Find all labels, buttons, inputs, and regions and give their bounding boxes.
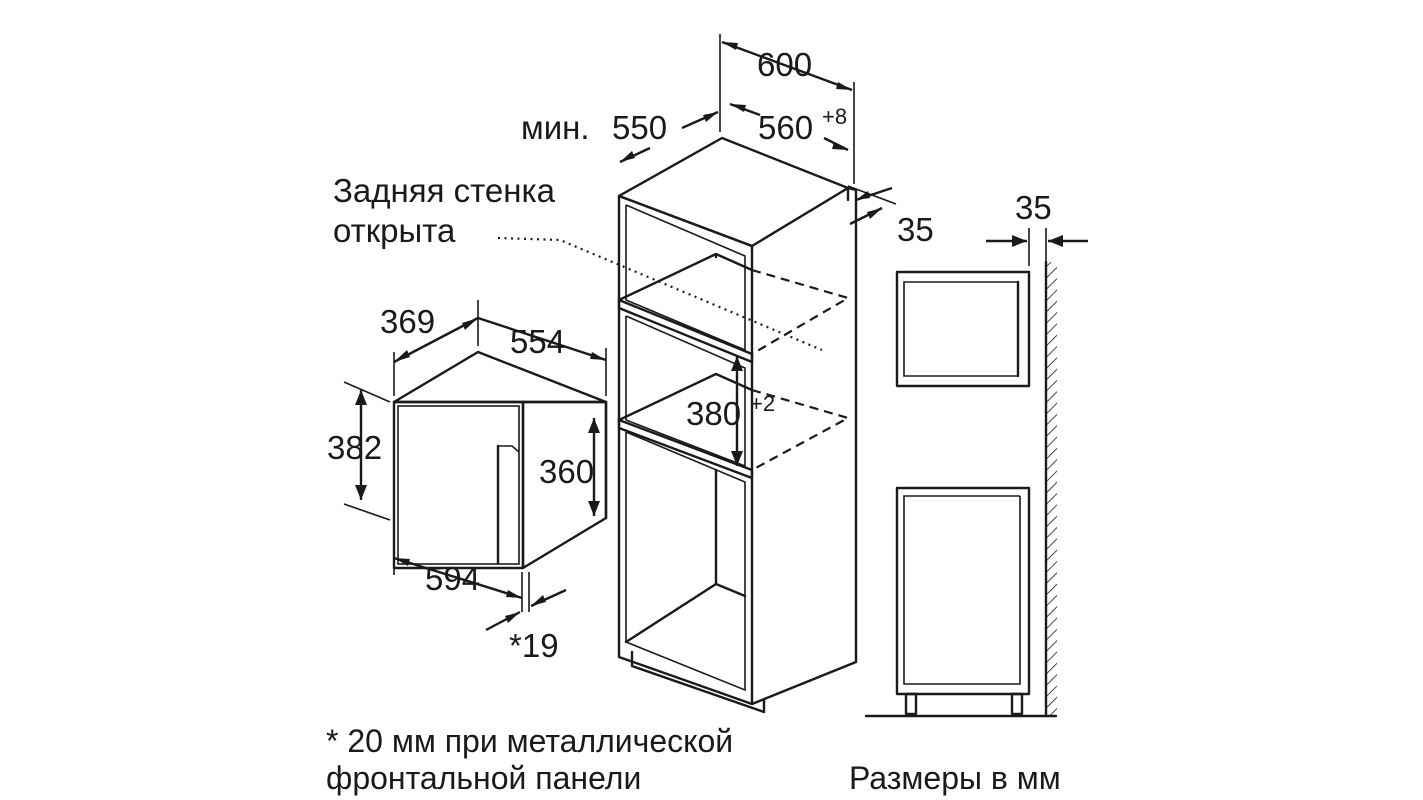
- label-rear-wall-line2: открыта: [333, 212, 456, 249]
- label-width-600: 600: [757, 46, 812, 83]
- label-side-gap-35: 35: [897, 211, 934, 248]
- dimension-labels: 600 мин. 550 560 +8 35 Задняя стенка отк…: [327, 46, 1052, 664]
- side-view-drawing: [864, 228, 1088, 718]
- label-side-view-35: 35: [1015, 189, 1052, 226]
- microwave-drawing: [392, 350, 608, 570]
- footnote-line2: фронтальной панели: [326, 760, 641, 796]
- label-microwave-height-382: 382: [327, 429, 382, 466]
- microwave-top: [392, 350, 608, 404]
- label-microwave-depth-369: 369: [380, 303, 435, 340]
- label-microwave-front-width-594: 594: [425, 560, 480, 597]
- label-front-thickness-19: *19: [509, 627, 559, 664]
- label-min-prefix: мин.: [521, 109, 590, 146]
- label-microwave-width-554: 554: [510, 323, 565, 360]
- cabinet-dimensions: [619, 34, 897, 466]
- label-niche-height-tolerance: +2: [750, 391, 775, 416]
- label-microwave-inner-height-360: 360: [539, 453, 594, 490]
- footnote-line1: * 20 мм при металлической: [326, 723, 733, 759]
- label-depth-550: 550: [612, 109, 667, 146]
- label-niche-height-380: 380: [686, 395, 741, 432]
- microwave-front-panel: [392, 400, 525, 570]
- microwave-dimensions: [343, 300, 607, 632]
- cabinet-drawing: [497, 136, 858, 714]
- cabinet-top: [617, 136, 850, 248]
- footnotes: * 20 мм при металлической фронтальной па…: [326, 723, 1061, 796]
- label-niche-width-tolerance: +8: [822, 104, 847, 129]
- label-rear-wall-line1: Задняя стенка: [333, 172, 556, 209]
- label-niche-width-560: 560: [758, 109, 813, 146]
- units-note: Размеры в мм: [849, 760, 1061, 796]
